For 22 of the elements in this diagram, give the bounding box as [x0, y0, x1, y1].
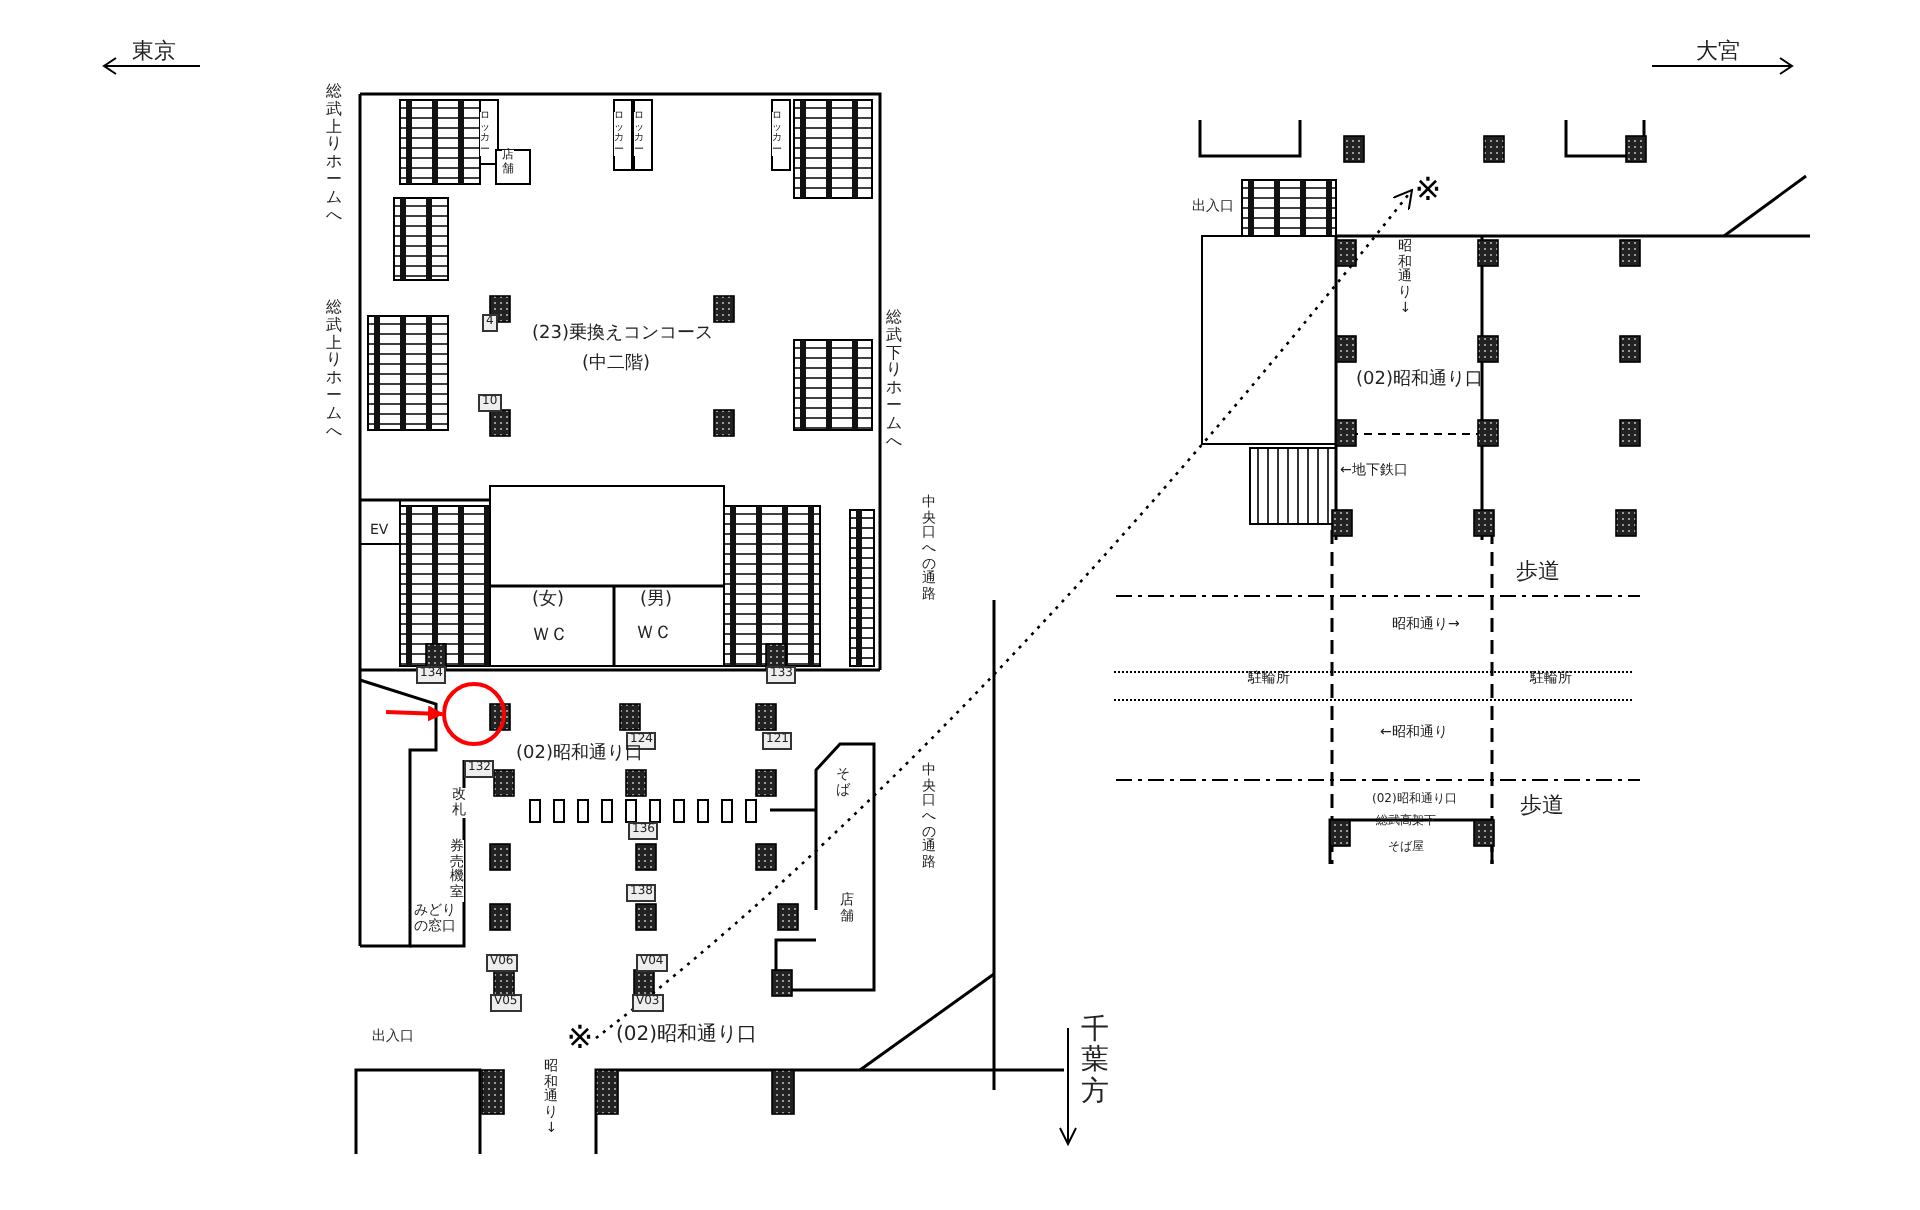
sidewalk-label: 歩道	[1516, 560, 1560, 585]
highlight-circle	[442, 682, 506, 746]
reference-mark: ※	[564, 1020, 596, 1056]
direction-label: 大宮	[1696, 40, 1740, 65]
exit-label: (02)昭和通り口	[516, 746, 643, 766]
exit-label: (02)昭和通り口	[1356, 372, 1483, 392]
room-label: ＷＣ	[532, 628, 568, 648]
arrow	[385, 705, 444, 722]
room-label: (女)	[532, 592, 565, 612]
platform-label: 総武下りホームへ	[886, 310, 903, 451]
platform-label: 総武上りホームへ	[326, 84, 343, 225]
exit-label: (02)昭和通り口	[616, 1024, 758, 1046]
platform-label: 総武上りホームへ	[326, 300, 343, 441]
area-label: (23)乗換えコンコース	[532, 326, 713, 346]
arrow	[595, 189, 1413, 1040]
room-label: (男)	[640, 592, 673, 612]
direction-label: 千葉方	[1080, 1016, 1110, 1109]
area-label: (中二階)	[582, 356, 651, 376]
sidewalk-label: 歩道	[1520, 794, 1564, 819]
reference-mark: ※	[1412, 172, 1444, 208]
room-label: ＷＣ	[636, 626, 672, 646]
direction-label: 東京	[132, 40, 176, 65]
